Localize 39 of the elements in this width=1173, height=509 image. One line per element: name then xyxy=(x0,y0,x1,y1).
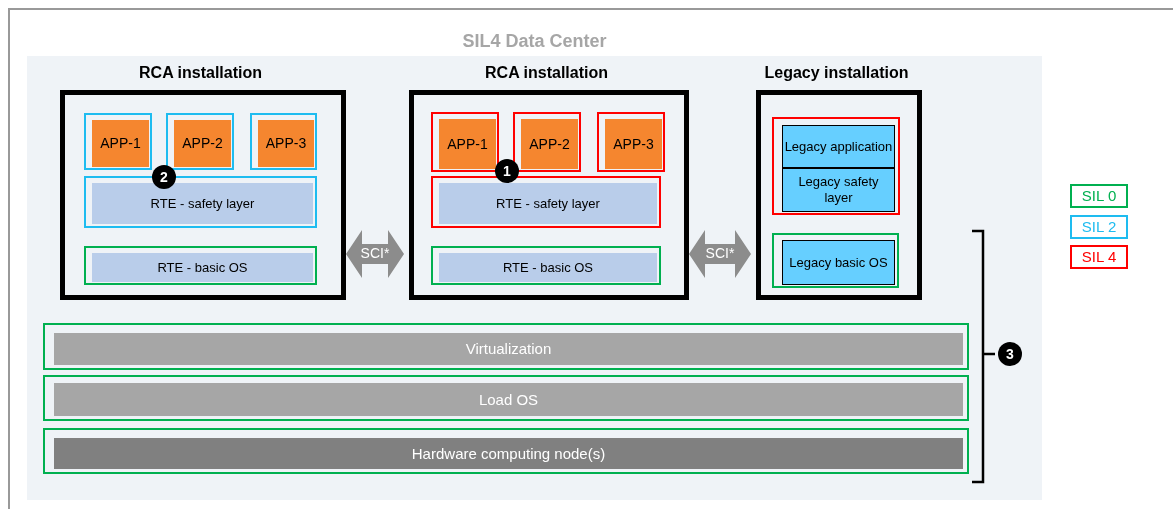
sil-frame xyxy=(772,233,899,288)
legacy-box: Legacy safety layer xyxy=(782,168,895,212)
sil-frame xyxy=(431,112,499,172)
sil-frame xyxy=(84,113,152,170)
sil-frame xyxy=(772,117,900,215)
sil-frame xyxy=(597,112,665,172)
heading: RCA installation xyxy=(484,64,609,82)
layer-bar: Virtualization xyxy=(54,333,963,365)
sil-frame xyxy=(166,113,234,170)
layer-bar: Hardware computing node(s) xyxy=(54,438,963,469)
sil-frame xyxy=(43,323,969,370)
app-box: APP-2 xyxy=(174,120,231,167)
heading: RCA installation xyxy=(138,64,263,82)
sil-frame xyxy=(43,375,969,421)
heading: Legacy installation xyxy=(763,64,910,82)
heading: SIL4 Data Center xyxy=(461,31,608,52)
sil-frame xyxy=(431,246,661,285)
app-box: APP-3 xyxy=(258,120,314,167)
layer-bar: Load OS xyxy=(54,383,963,416)
legend-item: SIL 0 xyxy=(1070,184,1128,208)
app-box: APP-1 xyxy=(92,120,149,167)
sil-frame xyxy=(84,246,317,285)
layer-box: RTE - basic OS xyxy=(439,253,657,282)
legend-item: SIL 4 xyxy=(1070,245,1128,269)
sil-frame xyxy=(431,176,661,228)
layer-box: RTE - safety layer xyxy=(92,183,313,224)
layer-box: RTE - basic OS xyxy=(92,253,313,282)
edge-label: SCI* xyxy=(359,245,391,261)
legacy-box: Legacy basic OS xyxy=(782,240,895,285)
app-box: APP-1 xyxy=(439,119,496,169)
edge-label: SCI* xyxy=(704,245,736,261)
app-box: APP-3 xyxy=(605,119,662,169)
app-box: APP-2 xyxy=(521,119,578,169)
sil-frame xyxy=(513,112,581,172)
sil-frame xyxy=(43,428,969,474)
layer-box: RTE - safety layer xyxy=(439,183,657,224)
legacy-box: Legacy application xyxy=(782,125,895,168)
sil-frame xyxy=(250,113,317,170)
legend-item: SIL 2 xyxy=(1070,215,1128,239)
